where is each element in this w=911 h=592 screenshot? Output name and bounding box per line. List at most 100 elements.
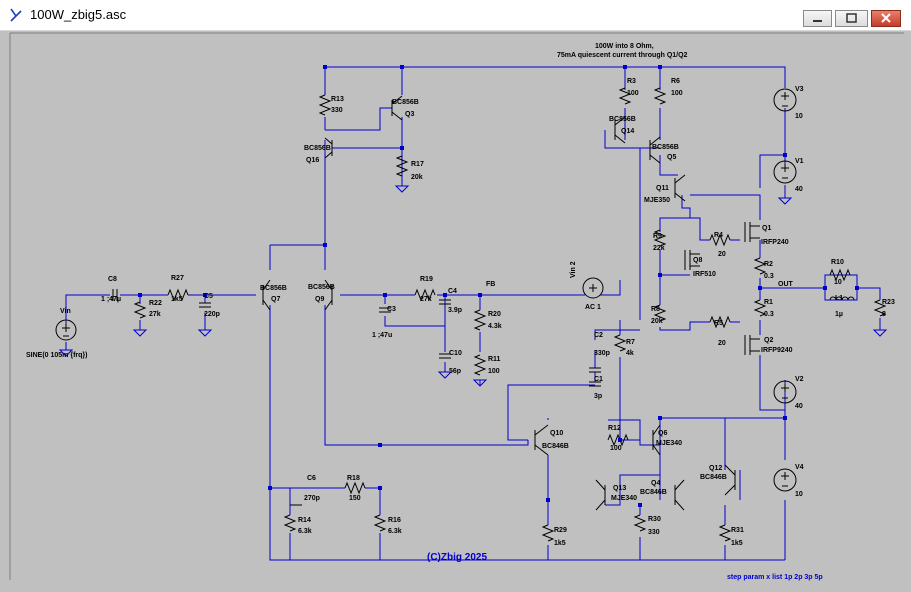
resistor-R10	[829, 268, 851, 282]
schematic-label: Q7	[271, 296, 280, 303]
schematic-label: C6	[307, 475, 316, 482]
schematic-label: 1µ	[835, 311, 843, 318]
schematic-label: 4.3k	[488, 323, 502, 330]
maximize-icon	[846, 13, 857, 23]
schematic-label: 20	[718, 340, 726, 347]
title-bar[interactable]: 100W_zbig5.asc	[0, 0, 911, 31]
schematic-label: R23	[882, 299, 895, 306]
transistor-Q9	[324, 279, 333, 311]
resistor-R30	[633, 514, 647, 532]
schematic-label: BC856B	[392, 99, 419, 106]
schematic-label: BC856B	[260, 285, 287, 292]
schematic-label: R31	[731, 527, 744, 534]
schematic-label: 100	[627, 90, 639, 97]
resistor-R9	[653, 229, 667, 247]
schematic-label: R20	[488, 311, 501, 318]
schematic-label: Q14	[621, 128, 634, 135]
schematic-label: R8	[651, 306, 660, 313]
schematic-canvas[interactable]: 100W into 8 Ohm, 75mA quiescent current …	[0, 30, 911, 587]
resistor-R1	[753, 299, 767, 317]
capacitor-C4	[439, 299, 451, 305]
schematic-label: R27	[171, 275, 184, 282]
schematic-label: C1	[594, 376, 603, 383]
schematic-label: C8	[108, 276, 117, 283]
schematic-label: Q4	[651, 480, 660, 487]
copyright-note: (C)Zbig 2025	[427, 552, 487, 563]
junction-dots	[138, 65, 859, 507]
schematic-label: R1	[764, 299, 773, 306]
resistor-R18	[344, 481, 366, 495]
transistor-Q10	[534, 424, 549, 456]
resistor-R3	[618, 87, 632, 105]
schematic-label: R19	[420, 276, 433, 283]
transistor-Q8	[684, 250, 700, 270]
schematic-label: 1k5	[171, 296, 183, 303]
schematic-label: R16	[388, 517, 401, 524]
schematic-label: IRFP9240	[761, 347, 793, 354]
schematic-label: Q13	[613, 485, 626, 492]
schematic-label: MJE340	[611, 495, 637, 502]
transistor-Q16	[324, 137, 333, 159]
schematic-label: 20	[718, 251, 726, 258]
close-button[interactable]	[871, 10, 901, 27]
transistor-Q4	[674, 479, 685, 511]
net-FB: FB	[486, 281, 495, 288]
schematic-label: Q10	[550, 430, 563, 437]
schematic-label: 0.3	[764, 273, 774, 280]
capacitor-C5	[199, 302, 211, 308]
schematic-label: V1	[795, 158, 804, 165]
resistor-R11	[473, 354, 487, 376]
schematic-label: 220p	[204, 311, 220, 318]
schematic-label: R14	[298, 517, 311, 524]
schematic-label: C10	[449, 350, 462, 357]
schematic-label: R13	[331, 96, 344, 103]
capacitor-C2	[589, 367, 601, 373]
schematic-label: C4	[448, 288, 457, 295]
step-directive: step param x list 1p 2p 3p 5p	[727, 574, 823, 581]
schematic-label: Q12	[709, 465, 722, 472]
transistor-Q5	[649, 136, 661, 164]
source-Vin	[55, 319, 77, 341]
resistor-R7	[613, 334, 627, 352]
schematic-label: 100	[488, 368, 500, 375]
schematic-label: BC856B	[652, 144, 679, 151]
schematic-label: R5	[714, 320, 723, 327]
transistor-Q14	[614, 116, 626, 144]
schematic-label: Q3	[405, 111, 414, 118]
schematic-label: BC846B	[700, 474, 727, 481]
schematic-label: 27k	[420, 296, 432, 303]
transistor-Q2	[744, 335, 760, 355]
schematic-label: 10	[795, 491, 803, 498]
note-line2: 75mA quiescent current through Q1/Q2	[557, 52, 688, 59]
capacitor-C8	[112, 289, 118, 301]
capacitor-C10	[439, 353, 451, 359]
schematic-label: 100	[610, 445, 622, 452]
window-title: 100W_zbig5.asc	[30, 7, 127, 22]
schematic-label: 40	[795, 403, 803, 410]
source-V1	[773, 160, 797, 184]
resistor-R22	[133, 301, 147, 319]
resistor-R23	[873, 299, 887, 317]
schematic-label: 330p	[594, 350, 610, 357]
schematic-label: BC856B	[304, 145, 331, 152]
schematic-label: 3p	[594, 393, 602, 400]
wires	[65, 66, 881, 561]
transistor-Q12	[724, 464, 736, 496]
schematic-label: Q6	[658, 430, 667, 437]
resistor-R29	[541, 524, 555, 542]
schematic-label: 27k	[149, 311, 161, 318]
resistor-R13	[318, 94, 332, 116]
resistor-R17	[395, 155, 409, 177]
note-line1: 100W into 8 Ohm,	[595, 43, 654, 50]
maximize-button[interactable]	[835, 10, 868, 27]
schematic-label: C3	[387, 306, 396, 313]
resistor-R16	[373, 514, 387, 532]
source-V3	[773, 88, 797, 112]
schematic-label: 330	[648, 529, 660, 536]
minimize-button[interactable]	[803, 10, 832, 27]
source-V4	[773, 468, 797, 492]
schematic-label: MJE340	[656, 440, 682, 447]
resistor-R5	[709, 315, 731, 329]
schematic-label: C5	[204, 293, 213, 300]
ground-symbols	[59, 185, 887, 387]
